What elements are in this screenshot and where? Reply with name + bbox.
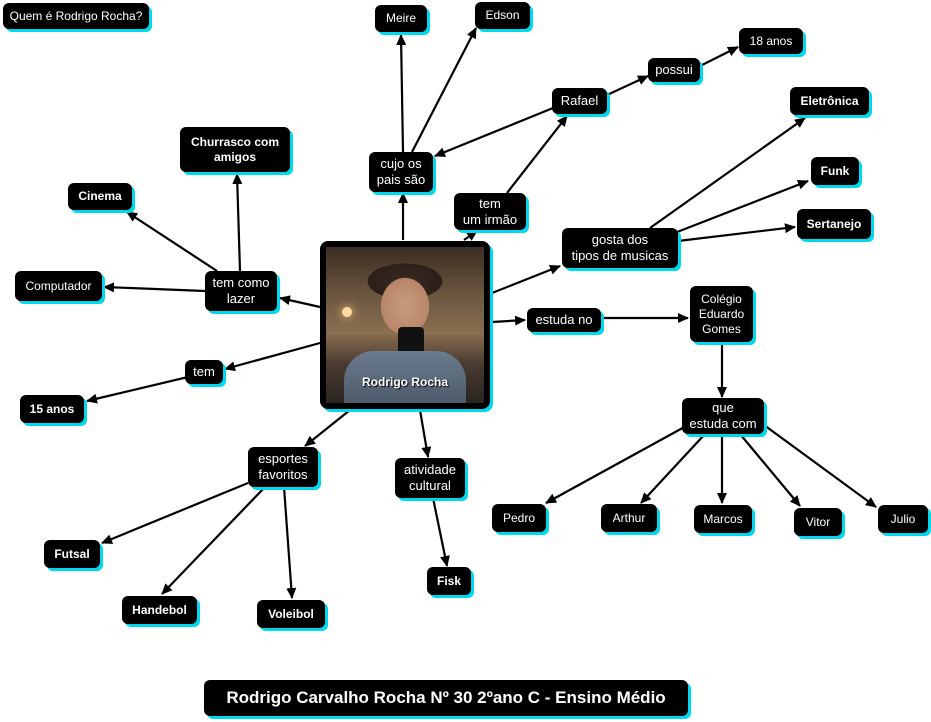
edge-rafael-to-pais xyxy=(434,106,554,158)
edge-que-to-pedro xyxy=(545,424,689,504)
node-meire: Meire xyxy=(375,5,427,32)
edge-center-to-esportes xyxy=(304,409,351,447)
node-15-anos: 15 anos xyxy=(20,395,84,423)
edge-pais-to-meire xyxy=(396,34,407,153)
edge-rafael-to-possui xyxy=(606,75,649,96)
edge-esportes-to-futsal xyxy=(101,481,249,545)
node-computador: Computador xyxy=(15,271,102,301)
edge-center-to-irmao xyxy=(463,230,478,241)
edge-irmao-to-rafael xyxy=(506,115,568,194)
node-vitor: Vitor xyxy=(794,508,842,536)
edge-center-to-tem xyxy=(224,341,321,372)
portrait-photo: Rodrigo Rocha xyxy=(326,247,484,403)
edge-atividade-to-fisk xyxy=(431,497,450,567)
node-arthur: Arthur xyxy=(601,504,657,532)
edge-tem-to-15anos xyxy=(86,375,189,404)
node-tem-como-lazer: tem como lazer xyxy=(205,271,277,311)
edge-lazer-to-cinema xyxy=(126,211,218,272)
node-handebol: Handebol xyxy=(122,596,197,624)
edge-que-to-vitor xyxy=(739,433,801,507)
edge-lazer-to-churrasco xyxy=(232,173,243,272)
node-atividade-cultural: atividade cultural xyxy=(395,458,465,498)
node-colegio-eduardo-gomes: Colégio Eduardo Gomes xyxy=(690,286,753,342)
lamp-light xyxy=(342,307,352,317)
footer-title: Rodrigo Carvalho Rocha Nº 30 2ºano C - E… xyxy=(204,680,688,716)
edge-que-to-arthur xyxy=(640,433,706,504)
node-churrasco-com-amigos: Churrasco com amigos xyxy=(180,127,290,172)
title-question-label: Quem é Rodrigo Rocha? xyxy=(3,3,149,29)
node-cujo-os-pais-sao: cujo os pais são xyxy=(369,152,433,192)
center-photo-card: Rodrigo Rocha xyxy=(320,241,490,409)
edge-que-to-julio xyxy=(763,424,877,508)
node-tem-um-irmao: tem um irmão xyxy=(454,193,526,230)
node-marcos: Marcos xyxy=(694,505,752,533)
node-eletronica: Eletrônica xyxy=(790,87,869,115)
edge-gosta-to-eletronica xyxy=(649,117,806,229)
node-futsal: Futsal xyxy=(44,540,100,568)
center-name-label: Rodrigo Rocha xyxy=(362,375,448,389)
node-julio: Julio xyxy=(878,505,928,533)
node-funk: Funk xyxy=(811,157,859,185)
node-18-anos: 18 anos xyxy=(739,28,803,54)
edge-gosta-to-funk xyxy=(671,179,809,236)
node-voleibol: Voleibol xyxy=(257,600,325,628)
node-possui: possui xyxy=(648,58,700,82)
node-esportes-favoritos: esportes favoritos xyxy=(248,447,318,487)
edge-center-to-lazer xyxy=(279,295,321,309)
edge-gosta-to-sertanejo xyxy=(677,223,796,243)
node-pedro: Pedro xyxy=(492,504,546,532)
node-estuda-no: estuda no xyxy=(527,308,601,332)
node-edson: Edson xyxy=(475,2,530,29)
edge-center-to-atividade xyxy=(418,409,432,458)
edge-esportes-to-handebol xyxy=(161,486,266,595)
node-tem: tem xyxy=(185,360,223,384)
node-cinema: Cinema xyxy=(68,183,132,210)
shirt-shape xyxy=(344,351,466,403)
edge-center-to-gosta xyxy=(491,264,561,295)
node-gosta-dos-tipos-de-musicas: gosta dos tipos de musicas xyxy=(562,228,678,268)
node-rafael: Rafael xyxy=(552,88,607,114)
node-fisk: Fisk xyxy=(427,567,471,595)
edge-possui-to-18anos xyxy=(699,46,739,67)
edge-pais-to-edson xyxy=(411,27,477,153)
edge-center-to-estuda xyxy=(491,315,526,326)
node-sertanejo: Sertanejo xyxy=(797,209,871,239)
edge-esportes-to-voleibol xyxy=(282,486,297,599)
node-que-estuda-com: que estuda com xyxy=(682,398,764,434)
edge-lazer-to-computador xyxy=(103,282,206,293)
